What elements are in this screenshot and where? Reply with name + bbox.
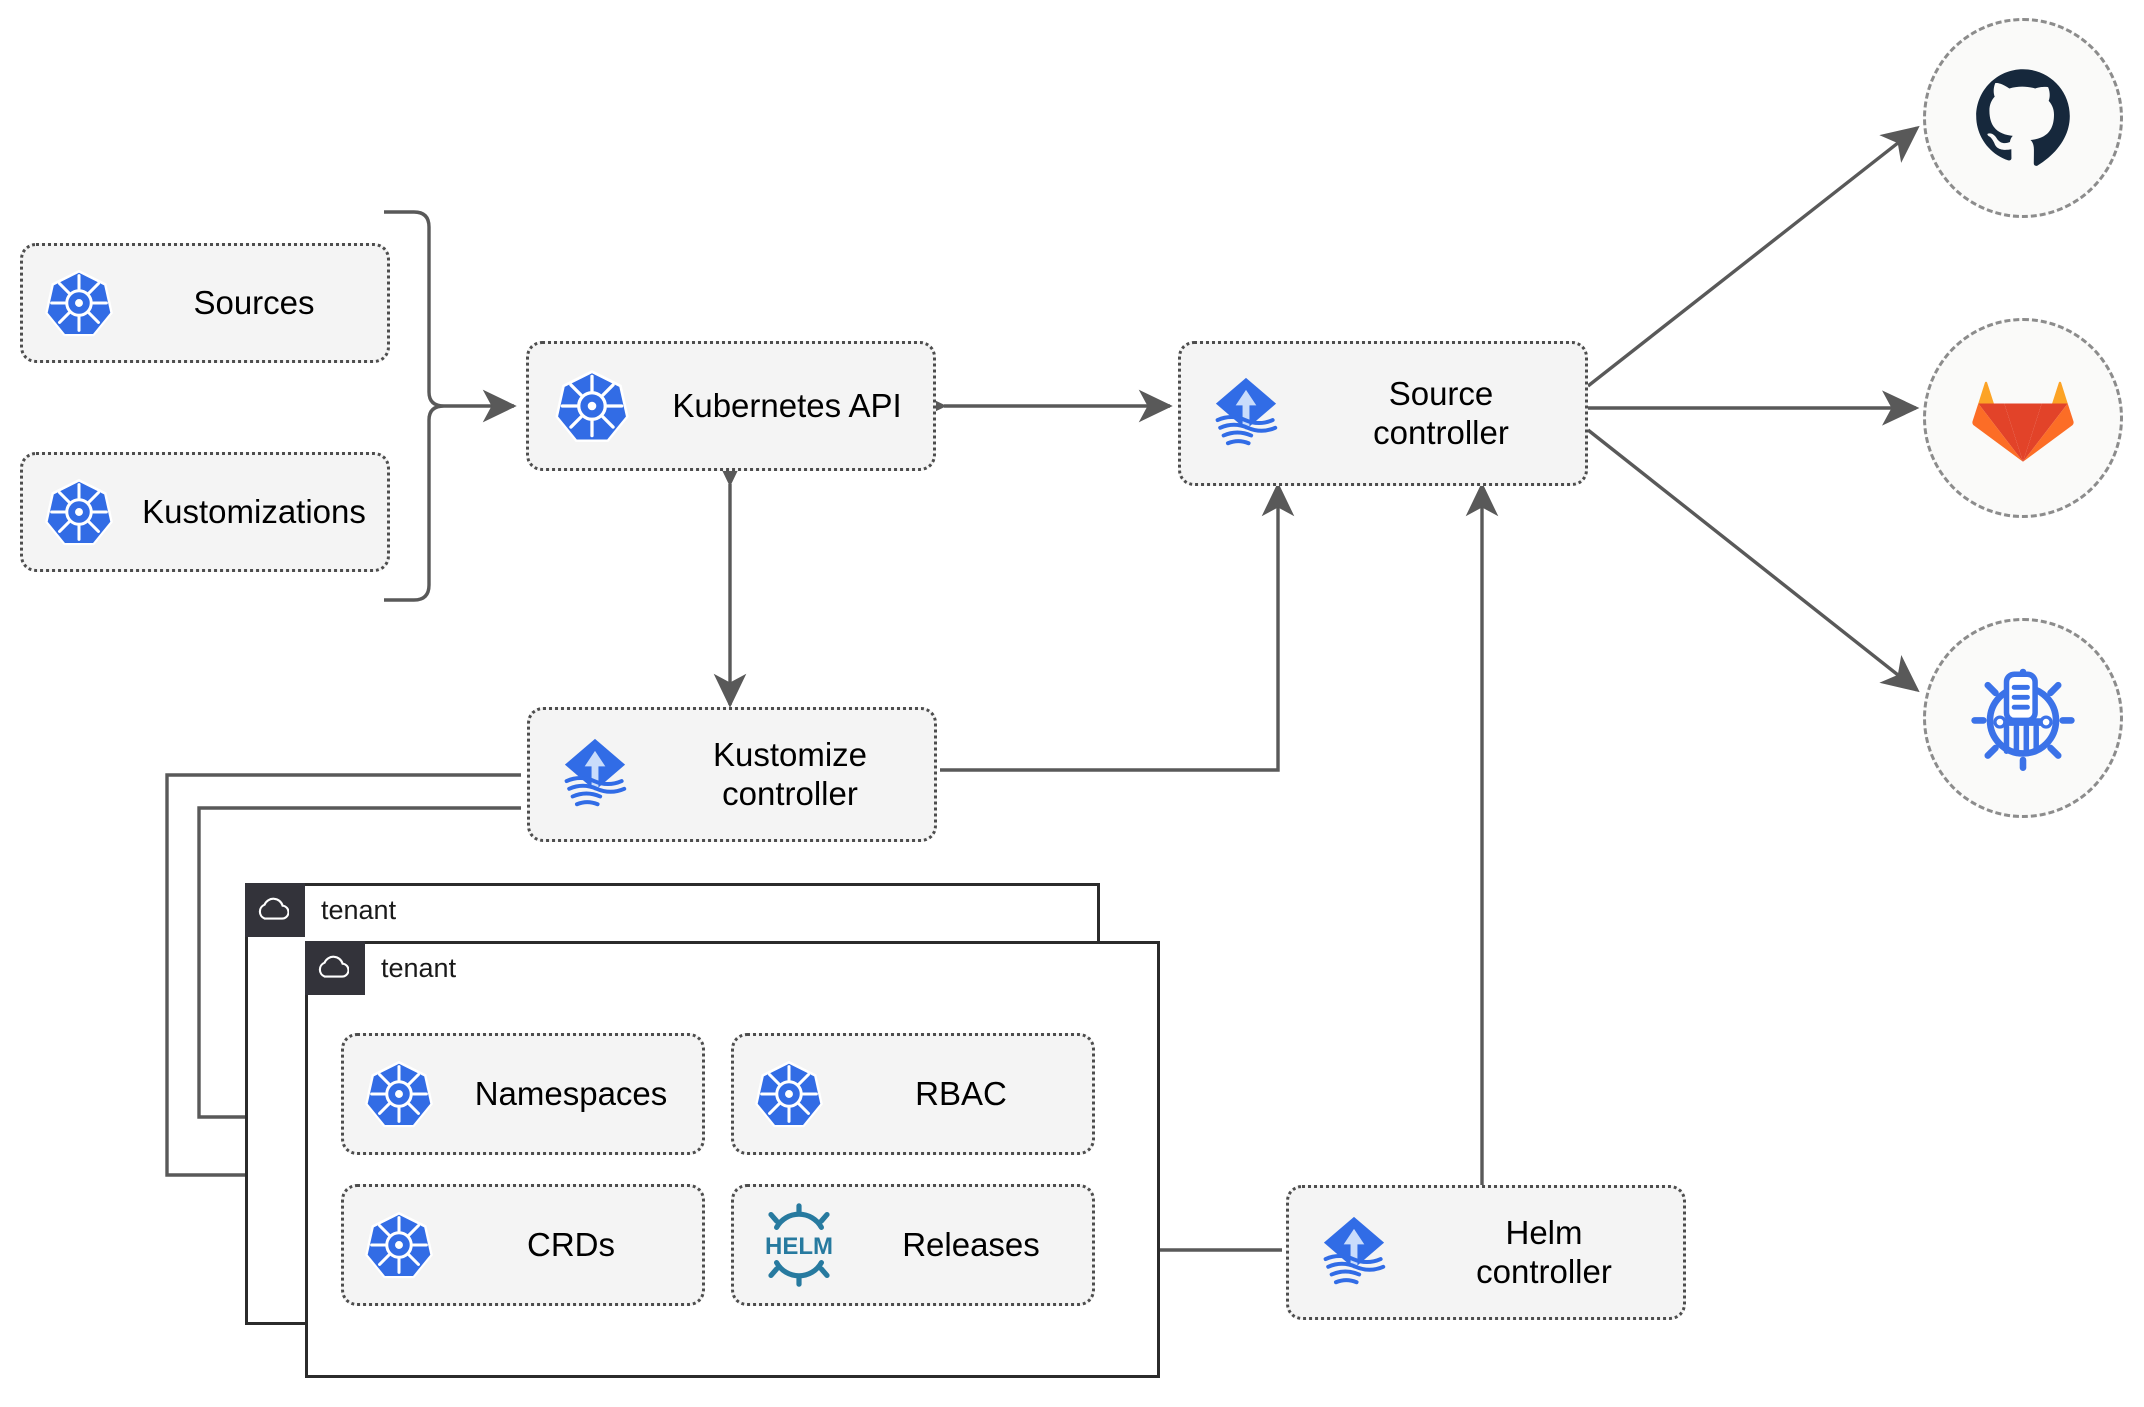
flux-icon <box>1181 371 1311 457</box>
gitlab-icon <box>1971 364 2075 473</box>
node-label: Helm controller <box>1476 1213 1612 1290</box>
kubernetes-icon <box>23 476 135 548</box>
node-label: Namespaces <box>474 1074 668 1112</box>
node-releases[interactable]: HELM Releases <box>731 1184 1095 1306</box>
tenant-container-inner[interactable]: tenant <box>305 941 1160 1378</box>
node-crds[interactable]: CRDs <box>341 1184 705 1306</box>
helm-wordmark: HELM <box>765 1233 833 1260</box>
cloud-icon <box>305 941 359 995</box>
node-label: Kustomizations <box>142 492 366 530</box>
node-source-controller[interactable]: Source controller <box>1178 341 1588 486</box>
edge-kustomize-to-tenant-outer <box>165 773 521 1192</box>
node-helm-controller[interactable]: Helm controller <box>1286 1185 1686 1320</box>
kubernetes-icon <box>344 1209 454 1281</box>
kubernetes-icon <box>23 267 135 339</box>
helm-icon: HELM <box>734 1202 864 1288</box>
flux-icon <box>1289 1210 1419 1296</box>
node-kustomize-controller[interactable]: Kustomize controller <box>527 707 937 842</box>
node-label: Sources <box>193 283 315 321</box>
cloud-icon <box>245 883 299 937</box>
edge-kustomize-to-source-controller <box>940 482 1295 772</box>
node-sources[interactable]: Sources <box>20 243 390 363</box>
kubernetes-icon <box>529 367 655 445</box>
node-label: Source controller <box>1373 374 1509 451</box>
node-kustomizations[interactable]: Kustomizations <box>20 452 390 572</box>
edge-source-controller-to-github <box>1586 125 1920 388</box>
tenant-label-outer: tenant <box>321 894 397 925</box>
github-icon <box>1971 64 2075 173</box>
edge-resources-bracket <box>384 210 445 602</box>
node-label: RBAC <box>915 1074 1007 1112</box>
node-label: Releases <box>902 1225 1040 1263</box>
node-label: CRDs <box>527 1225 615 1263</box>
tenant-tab-outer[interactable] <box>245 883 305 937</box>
node-namespaces[interactable]: Namespaces <box>341 1033 705 1155</box>
helm-bucket-icon <box>1968 661 2078 776</box>
tenant-tab-inner[interactable] <box>305 941 365 995</box>
kubernetes-icon <box>344 1058 454 1130</box>
provider-github[interactable] <box>1923 18 2123 218</box>
node-kubernetes-api[interactable]: Kubernetes API <box>526 341 936 471</box>
node-label: Kubernetes API <box>672 386 902 424</box>
flux-icon <box>530 732 660 818</box>
tenant-label-inner: tenant <box>381 952 457 983</box>
provider-helm-repository[interactable] <box>1923 618 2123 818</box>
node-rbac[interactable]: RBAC <box>731 1033 1095 1155</box>
provider-gitlab[interactable] <box>1923 318 2123 518</box>
node-label: Kustomize controller <box>712 735 868 812</box>
kubernetes-icon <box>734 1058 844 1130</box>
edge-source-controller-to-helm-repository <box>1586 428 1920 693</box>
